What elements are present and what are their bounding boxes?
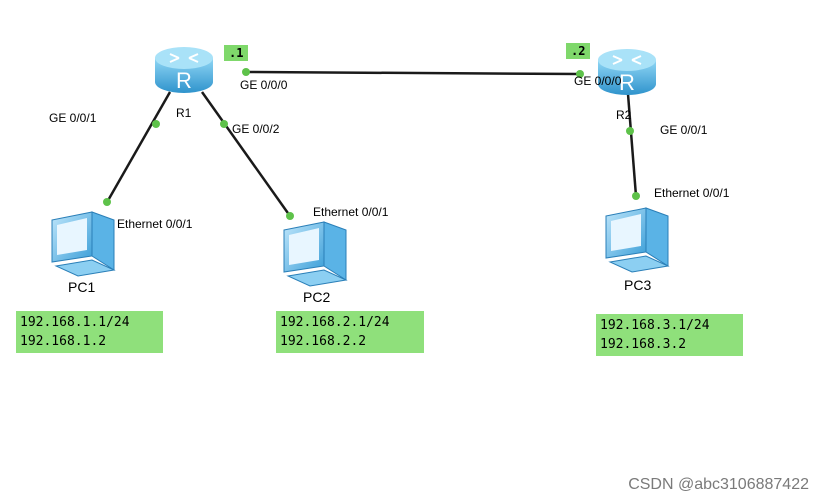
link-r1-r2 (245, 70, 581, 76)
link-r2-pc3 (626, 93, 638, 197)
device-label-pc3: PC3 (624, 277, 652, 293)
pc2-ip-address: 192.168.2.1/24 (280, 315, 390, 330)
port-dot (576, 70, 584, 78)
port-dot (626, 127, 634, 135)
ip-box-pc3: 192.168.3.1/24 192.168.3.2 (596, 314, 743, 356)
link-tag-r2: .2 (566, 43, 591, 59)
device-label-pc2: PC2 (303, 289, 331, 305)
interface-label-pc1-eth: Ethernet 0/0/1 (117, 217, 193, 231)
port-dot (632, 192, 640, 200)
pc1-icon[interactable] (51, 211, 116, 277)
interface-label-r1-ge001: GE 0/0/1 (49, 111, 97, 125)
pc1-ip-address: 192.168.1.1/24 (20, 315, 130, 330)
pc3-icon[interactable] (605, 207, 670, 273)
port-dot (220, 120, 228, 128)
svg-text:R: R (619, 70, 635, 95)
port-dot (242, 68, 250, 76)
device-label-pc1: PC1 (68, 279, 96, 295)
ip-box-pc2: 192.168.2.1/24 192.168.2.2 (276, 311, 424, 353)
router-r1-icon[interactable]: R (155, 47, 213, 93)
pc2-gateway: 192.168.2.2 (280, 334, 367, 349)
interface-label-r2-ge001: GE 0/0/1 (660, 123, 708, 137)
link-tag-r1: .1 (224, 45, 249, 61)
port-dot (152, 120, 160, 128)
port-dot (286, 212, 294, 220)
interface-label-pc3-eth: Ethernet 0/0/1 (654, 186, 730, 200)
pc3-ip-address: 192.168.3.1/24 (600, 318, 710, 333)
watermark: CSDN @abc3106887422 (628, 476, 809, 493)
pc1-gateway: 192.168.1.2 (20, 334, 107, 349)
link-r1-pc1 (104, 91, 172, 205)
interface-label-pc2-eth: Ethernet 0/0/1 (313, 205, 389, 219)
interface-label-r1-ge000: GE 0/0/0 (240, 78, 288, 92)
device-label-r1: R1 (176, 106, 192, 120)
device-label-r2: R2 (616, 108, 632, 122)
svg-text:R: R (176, 68, 192, 93)
pc3-gateway: 192.168.3.2 (600, 337, 687, 352)
ip-box-pc1: 192.168.1.1/24 192.168.1.2 (16, 311, 163, 353)
interface-label-r2-ge000: GE 0/0/0 (574, 74, 622, 88)
interface-label-r1-ge002: GE 0/0/2 (232, 122, 280, 136)
port-dot (103, 198, 111, 206)
pc2-icon[interactable] (283, 221, 348, 287)
router-r2-icon[interactable]: R (598, 49, 656, 95)
link-r1-pc2 (200, 91, 292, 217)
